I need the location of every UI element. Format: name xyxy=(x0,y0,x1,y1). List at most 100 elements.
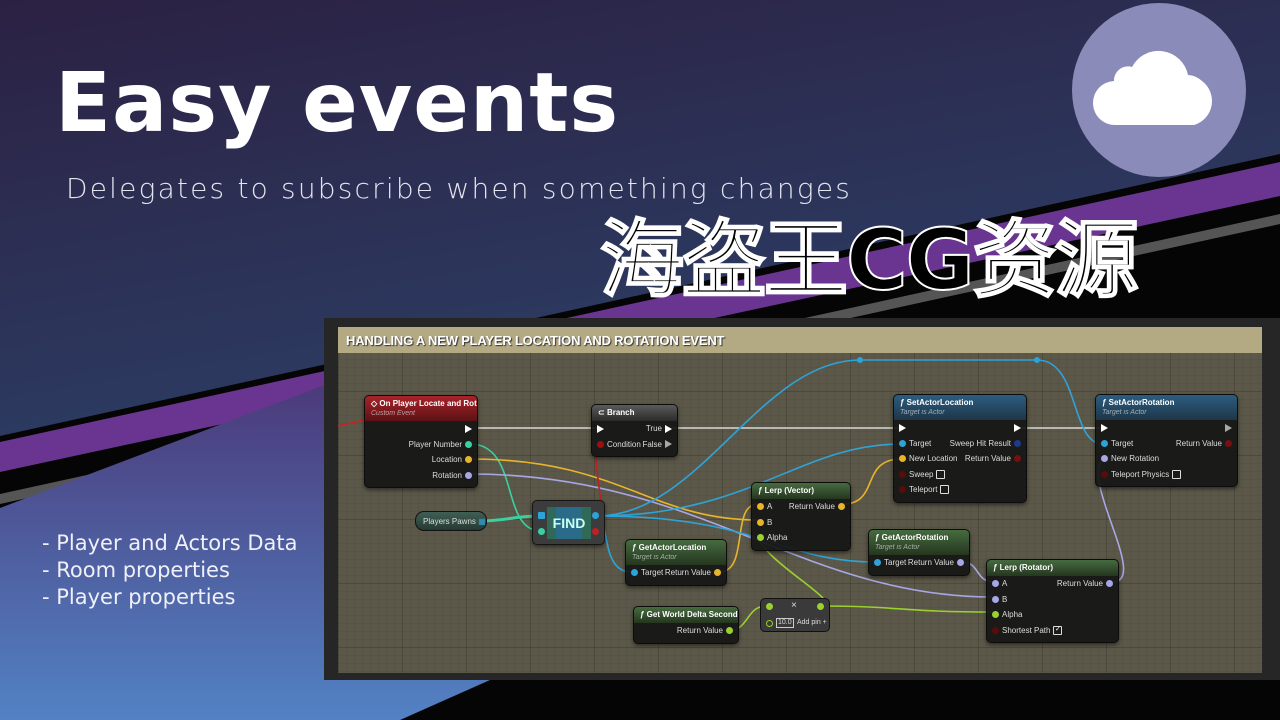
pin-found[interactable] xyxy=(592,512,599,519)
checkbox[interactable] xyxy=(936,469,946,479)
exec-pin[interactable] xyxy=(665,440,672,449)
exec-pin[interactable] xyxy=(1101,423,1108,432)
checkbox[interactable] xyxy=(940,485,950,495)
add-pin-button[interactable]: Add pin + xyxy=(797,619,827,626)
data-pin[interactable] xyxy=(631,569,638,577)
pin-label: Return Value xyxy=(664,568,711,578)
data-pin[interactable] xyxy=(465,440,472,448)
exec-pin[interactable] xyxy=(665,424,672,433)
node-subtitle: Target is Actor xyxy=(900,409,945,416)
data-pin[interactable] xyxy=(992,580,999,588)
node-row: A Return Value xyxy=(752,499,850,515)
feature-item: - Room properties xyxy=(42,558,230,582)
node-title: Lerp (Vector) xyxy=(764,486,815,495)
find-node[interactable]: FIND xyxy=(532,500,605,545)
data-pin[interactable] xyxy=(726,627,733,635)
node-title: SetActorRotation xyxy=(1108,398,1175,407)
exec-pin[interactable] xyxy=(597,424,604,433)
data-pin[interactable] xyxy=(899,470,906,478)
pin-label: B xyxy=(1002,594,1008,604)
node-row: Location xyxy=(365,452,477,468)
node-row xyxy=(1096,420,1237,436)
data-pin[interactable] xyxy=(874,559,881,567)
node-row: Player Number xyxy=(365,437,477,453)
data-pin[interactable] xyxy=(838,503,845,511)
checkbox[interactable] xyxy=(1172,469,1182,479)
pin-label: Alpha xyxy=(1002,610,1023,620)
data-pin[interactable] xyxy=(899,439,906,447)
exec-pin[interactable] xyxy=(899,423,906,432)
data-pin[interactable] xyxy=(597,440,604,448)
data-pin[interactable] xyxy=(957,559,964,567)
data-pin[interactable] xyxy=(757,534,764,542)
data-pin[interactable] xyxy=(1101,470,1108,478)
data-pin[interactable] xyxy=(714,569,721,577)
pin-group: Alpha xyxy=(757,533,787,542)
players-pawns-variable[interactable]: Players Pawns ▦ xyxy=(415,511,487,531)
node-row: True xyxy=(592,421,677,437)
pin-valid[interactable] xyxy=(592,528,599,535)
node-subtitle: Target is Actor xyxy=(875,544,920,551)
data-pin[interactable] xyxy=(1101,439,1108,447)
exec-pin[interactable] xyxy=(1225,423,1232,432)
pin-group: New Rotation xyxy=(1101,454,1159,463)
cloud-badge xyxy=(1072,3,1246,177)
pin-array[interactable] xyxy=(538,512,545,519)
pin-group xyxy=(1225,423,1232,432)
data-pin[interactable] xyxy=(465,456,472,464)
data-pin[interactable] xyxy=(1014,439,1021,447)
data-pin[interactable] xyxy=(1101,455,1108,463)
multiply-node[interactable]: × 10.0 Add pin + xyxy=(760,598,830,632)
pin-label: False xyxy=(642,439,662,449)
node-subtitle: Target is Actor xyxy=(632,554,677,561)
multiply-icon: × xyxy=(791,600,797,611)
pin-label: Teleport xyxy=(909,485,938,495)
pin-label: Return Value xyxy=(907,558,954,568)
data-pin[interactable] xyxy=(1106,580,1113,588)
pin-group: Return Value xyxy=(965,454,1021,463)
exec-pin[interactable] xyxy=(1014,423,1021,432)
node-row: Alpha xyxy=(987,607,1118,623)
exec-pin[interactable] xyxy=(465,424,472,433)
checkbox[interactable]: ✓ xyxy=(1053,625,1063,635)
branch-icon: ⊂ xyxy=(598,408,607,417)
pin-b[interactable] xyxy=(766,620,773,627)
pin-label: A xyxy=(767,502,773,512)
data-pin[interactable] xyxy=(992,626,999,634)
comment-box-title[interactable]: HANDLING A NEW PLAYER LOCATION AND ROTAT… xyxy=(338,327,1262,353)
node-row: Alpha xyxy=(752,530,850,546)
data-pin[interactable] xyxy=(992,611,999,619)
pin-label: Player Number xyxy=(408,439,462,449)
pin-label: Target xyxy=(909,438,932,448)
data-pin[interactable] xyxy=(757,503,764,511)
pin-out[interactable] xyxy=(817,603,824,610)
node-title: GetActorLocation xyxy=(638,543,707,552)
data-pin[interactable] xyxy=(899,455,906,463)
data-pin[interactable] xyxy=(1014,455,1021,463)
pin-a[interactable] xyxy=(766,603,773,610)
multiply-value-input[interactable]: 10.0 xyxy=(776,618,794,628)
node-title: On Player Locate and Rotate xyxy=(379,399,478,408)
pin-label: True xyxy=(645,424,662,434)
pin-item[interactable] xyxy=(538,528,545,535)
data-pin[interactable] xyxy=(465,471,472,479)
data-pin[interactable] xyxy=(757,518,764,526)
data-pin[interactable] xyxy=(899,486,906,494)
pin-label: Return Value xyxy=(1175,438,1222,448)
data-pin[interactable] xyxy=(1225,439,1232,447)
pin-label: Return Value xyxy=(788,502,835,512)
data-pin[interactable] xyxy=(992,595,999,603)
pin-group: A xyxy=(757,502,772,511)
